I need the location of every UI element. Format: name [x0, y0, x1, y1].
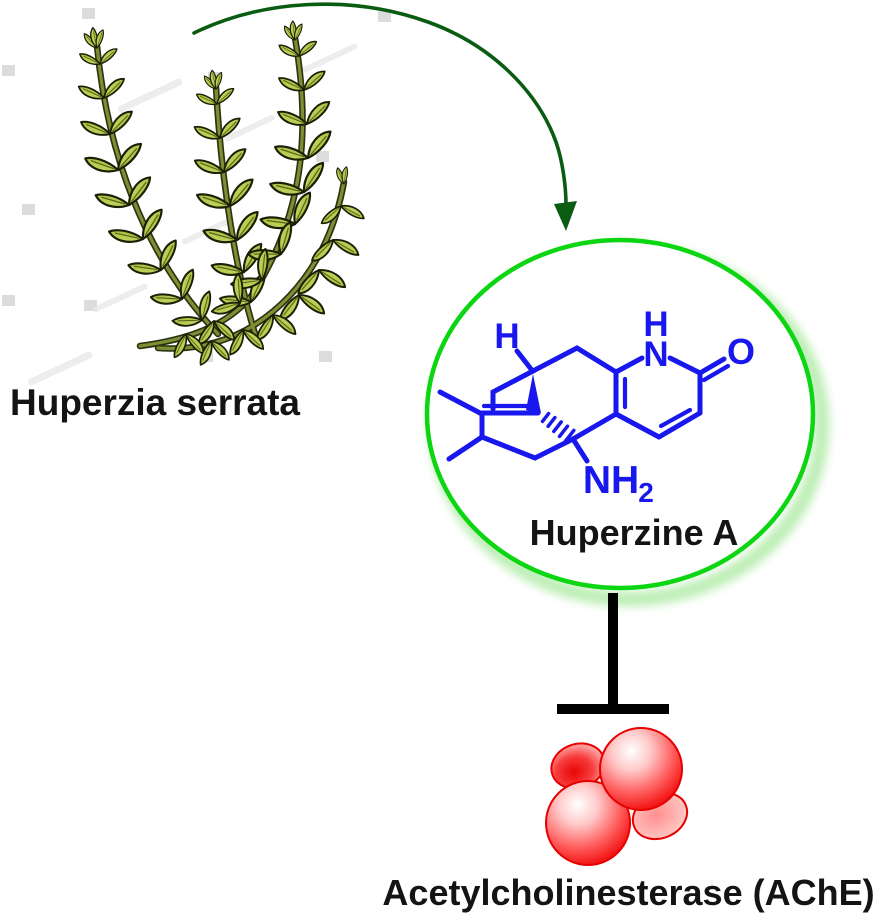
- enzyme-spheres: [545, 727, 689, 866]
- molecule-structure: H H N O NH 2: [437, 305, 755, 508]
- watermark-streaks: [27, 43, 358, 386]
- compound-circle-ring: [424, 237, 816, 591]
- enzyme-name-label: Acetylcholinesterase (AChE): [382, 872, 875, 913]
- carbonyl-o-label: O: [727, 331, 755, 372]
- plant-leaves-frond-b: [192, 69, 272, 312]
- inhibition-tbar-icon: [557, 593, 669, 714]
- stereo-wedge-bond: [526, 374, 541, 413]
- plant-name-label: Huperzia serrata: [10, 382, 300, 423]
- molecule-bonds: [437, 345, 731, 464]
- amide-n-label: N: [643, 335, 668, 374]
- plant-illustration: [76, 20, 367, 368]
- amine-nh-label: NH: [583, 459, 639, 502]
- stereo-hash-bond: [540, 411, 576, 444]
- enzyme-sphere-bottom-left: [545, 780, 631, 866]
- enzyme-sphere-top-right: [599, 727, 683, 811]
- amine-subscript-label: 2: [638, 477, 654, 508]
- amide-h-label: H: [643, 305, 668, 344]
- stereo-h-label: H: [494, 317, 519, 356]
- curved-arrow-icon: [192, 2, 577, 231]
- molecule-atom-labels: H H N O NH 2: [494, 305, 755, 508]
- compound-name-label: Huperzine A: [529, 512, 739, 553]
